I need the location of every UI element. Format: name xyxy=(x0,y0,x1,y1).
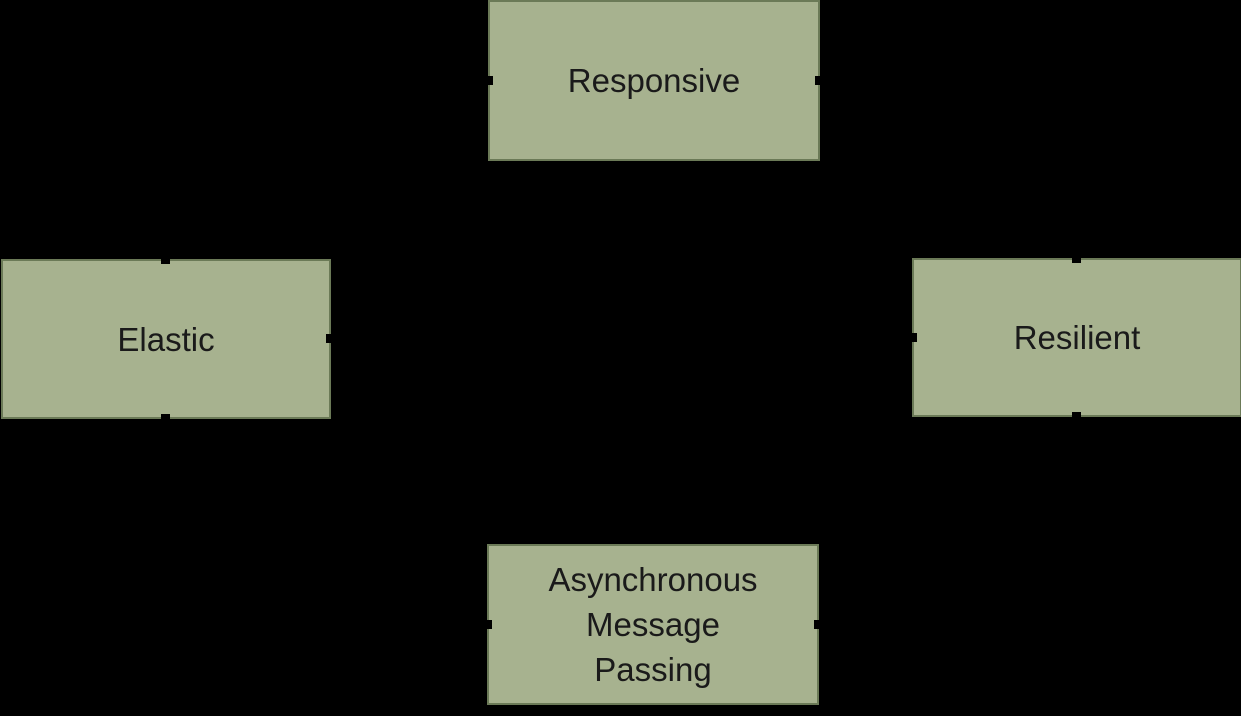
box-label-line: Message xyxy=(586,606,720,643)
box-label-line: Elastic xyxy=(117,320,215,358)
box-resilient-label: Resilient xyxy=(1014,315,1141,360)
connector-stub xyxy=(1072,258,1081,263)
box-label-line: Asynchronous xyxy=(548,561,758,598)
box-asynchronous-message-passing-label: Asynchronous Message Passing xyxy=(548,557,757,692)
box-resilient: Resilient xyxy=(912,258,1241,417)
connector-stub xyxy=(487,619,492,629)
connector-stub xyxy=(912,332,917,342)
connector-stub xyxy=(161,414,170,419)
box-responsive: Responsive xyxy=(488,0,820,161)
box-label-line: Passing xyxy=(594,651,712,688)
connector-stub xyxy=(814,619,819,629)
box-elastic: Elastic xyxy=(1,259,331,419)
box-label-line: Responsive xyxy=(567,62,741,99)
connector-stub xyxy=(815,75,820,85)
box-label-line: Resilient xyxy=(1013,319,1141,356)
connector-stub xyxy=(1072,412,1081,417)
box-elastic-label: Elastic xyxy=(117,317,214,362)
box-asynchronous-message-passing: Asynchronous Message Passing xyxy=(487,544,819,705)
connector-stub xyxy=(488,75,493,85)
connector-stub xyxy=(326,334,331,343)
box-responsive-label: Responsive xyxy=(568,58,740,103)
connector-stub xyxy=(161,259,170,264)
